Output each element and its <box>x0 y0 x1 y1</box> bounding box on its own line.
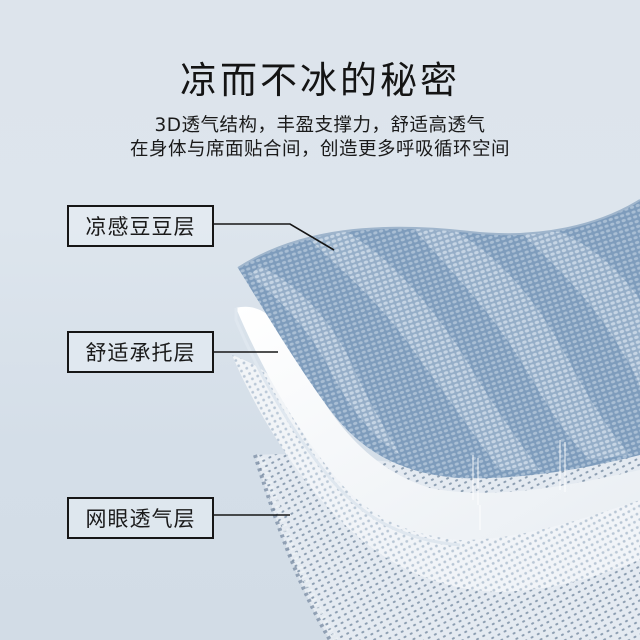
label-comfort-layer-text: 舒适承托层 <box>85 341 196 365</box>
label-comfort-layer: 舒适承托层 <box>67 331 214 373</box>
label-cool-bead-layer: 凉感豆豆层 <box>67 205 214 247</box>
subtitle-line-2: 在身体与席面贴合间，创造更多呼吸循环空间 <box>129 139 510 160</box>
label-mesh-layer-text: 网眼透气层 <box>85 507 196 531</box>
leader-lines <box>214 223 335 516</box>
white-mesh-layer-shape <box>232 355 640 592</box>
subtitle-line-1: 3D透气结构，丰盈支撑力，舒适高透气 <box>154 115 486 136</box>
cool-bead-layer-shape <box>237 199 640 479</box>
leader-line-top <box>214 223 335 251</box>
label-cool-bead-layer-text: 凉感豆豆层 <box>85 215 196 239</box>
label-mesh-layer: 网眼透气层 <box>67 497 214 539</box>
airflow-lines <box>472 440 566 530</box>
page-title: 凉而不冰的秘密 <box>180 59 460 102</box>
